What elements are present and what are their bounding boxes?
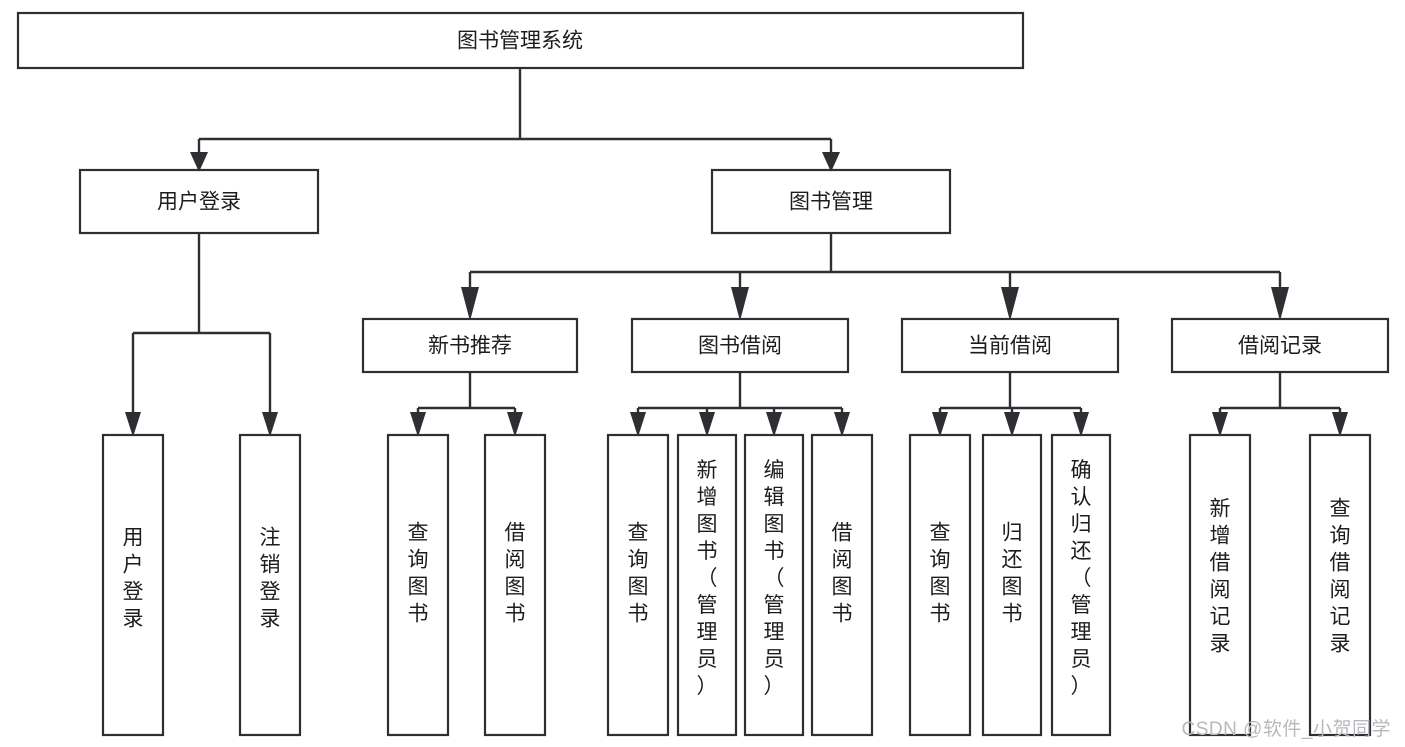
node-leaf-query-record-label: 查询借阅记录 (1330, 498, 1351, 656)
arrow-to-leaf-query-book-1 (410, 412, 426, 437)
node-borrow-record[interactable]: 借阅记录 (1170, 317, 1390, 374)
node-leaf-add-record[interactable]: 新增借阅记录 (1188, 433, 1252, 737)
node-leaf-borrow-book-1[interactable]: 借阅图书 (483, 433, 547, 737)
node-leaf-user-login-box[interactable] (101, 433, 165, 737)
node-leaf-borrow-book-1-label: 借阅图书 (505, 522, 526, 626)
arrow-to-leaf-logout (262, 412, 278, 437)
node-root-label: 图书管理系统 (457, 30, 583, 53)
connector-book-manage-bus (468, 233, 1282, 290)
connector-book-borrow-bus (636, 372, 844, 420)
arrow-to-new-book-rec (461, 287, 479, 321)
arrow-to-leaf-add-record (1212, 412, 1228, 437)
node-leaf-query-book-2[interactable]: 查询图书 (606, 433, 670, 737)
node-book-manage[interactable]: 图书管理 (710, 168, 952, 235)
arrow-to-leaf-add-book (699, 412, 715, 437)
node-leaf-logout-box[interactable] (238, 433, 302, 737)
node-leaf-query-record-box[interactable] (1308, 433, 1372, 737)
node-new-book-rec[interactable]: 新书推荐 (361, 317, 579, 374)
arrow-to-leaf-return-book (1004, 412, 1020, 437)
node-leaf-return-book-box[interactable] (981, 433, 1043, 737)
arrow-to-current-borrow (1001, 287, 1019, 321)
node-leaf-logout[interactable]: 注销登录 (238, 433, 302, 737)
node-current-borrow-label: 当前借阅 (968, 335, 1052, 358)
node-root[interactable]: 图书管理系统 (16, 11, 1025, 70)
arrow-to-leaf-edit-book (766, 412, 782, 437)
connector-root-bus (197, 68, 833, 155)
node-user-login-box[interactable] (78, 168, 320, 235)
node-borrow-record-box[interactable] (1170, 317, 1390, 374)
node-new-book-rec-box[interactable] (361, 317, 579, 374)
node-leaf-borrow-book-2-box[interactable] (810, 433, 874, 737)
node-current-borrow-box[interactable] (900, 317, 1120, 374)
node-leaf-query-book-2-box[interactable] (606, 433, 670, 737)
arrow-to-leaf-borrow-book-2 (834, 412, 850, 437)
node-leaf-borrow-book-2-label: 借阅图书 (832, 522, 853, 626)
arrow-to-borrow-record (1271, 287, 1289, 321)
node-user-login-label: 用户登录 (157, 191, 241, 214)
arrowhead-layer (125, 152, 1348, 437)
arrow-to-leaf-query-book-3 (932, 412, 948, 437)
node-leaf-borrow-book-2[interactable]: 借阅图书 (810, 433, 874, 737)
node-leaf-return-book[interactable]: 归还图书 (981, 433, 1043, 737)
node-leaf-user-login-label: 用户登录 (123, 527, 144, 631)
node-leaf-edit-book-box[interactable] (743, 433, 805, 737)
node-leaf-logout-label: 注销登录 (260, 527, 281, 631)
node-book-borrow-box[interactable] (630, 317, 850, 374)
node-book-borrow[interactable]: 图书借阅 (630, 317, 850, 374)
arrow-to-leaf-borrow-book-1 (507, 412, 523, 437)
node-leaf-query-book-3-label: 查询图书 (930, 522, 951, 626)
node-leaf-confirm-return-box[interactable] (1050, 433, 1112, 737)
connector-new-book-rec-bus (416, 372, 517, 420)
node-leaf-add-book[interactable]: 新增图书（管理员） (676, 433, 738, 737)
node-leaf-query-book-3-box[interactable] (908, 433, 972, 737)
arrow-to-leaf-query-record (1332, 412, 1348, 437)
node-leaf-edit-book[interactable]: 编辑图书（管理员） (743, 433, 805, 737)
node-user-login[interactable]: 用户登录 (78, 168, 320, 235)
node-leaf-return-book-label: 归还图书 (1002, 522, 1023, 626)
connector-layer (131, 68, 1342, 420)
arrow-to-book-borrow (731, 287, 749, 321)
node-leaf-query-book-3[interactable]: 查询图书 (908, 433, 972, 737)
arrow-to-book-manage (822, 152, 840, 172)
node-borrow-record-label: 借阅记录 (1238, 335, 1322, 358)
node-book-manage-label: 图书管理 (789, 191, 873, 214)
connector-user-login-bus (131, 233, 272, 418)
arrow-to-user-login (190, 152, 208, 172)
node-book-borrow-label: 图书借阅 (698, 335, 782, 358)
node-leaf-query-book-1-box[interactable] (386, 433, 450, 737)
node-leaf-add-record-label: 新增借阅记录 (1210, 498, 1231, 656)
node-leaf-edit-book-label: 编辑图书（管理员） (764, 459, 785, 698)
node-leaf-add-book-box[interactable] (676, 433, 738, 737)
node-new-book-rec-label: 新书推荐 (428, 335, 512, 358)
node-leaf-user-login[interactable]: 用户登录 (101, 433, 165, 737)
node-leaf-query-record[interactable]: 查询借阅记录 (1308, 433, 1372, 737)
connector-borrow-record-bus (1218, 372, 1342, 420)
node-leaf-borrow-book-1-box[interactable] (483, 433, 547, 737)
node-leaf-query-book-1[interactable]: 查询图书 (386, 433, 450, 737)
arrow-to-leaf-confirm-return (1073, 412, 1089, 437)
node-book-manage-box[interactable] (710, 168, 952, 235)
node-root-box[interactable] (16, 11, 1025, 70)
arrow-to-leaf-query-book-2 (630, 412, 646, 437)
node-leaf-query-book-1-label: 查询图书 (408, 522, 429, 626)
node-leaf-confirm-return-label: 确认归还（管理员） (1071, 459, 1092, 698)
node-leaf-confirm-return[interactable]: 确认归还（管理员） (1050, 433, 1112, 737)
node-leaf-add-book-label: 新增图书（管理员） (697, 459, 718, 698)
node-leaf-add-record-box[interactable] (1188, 433, 1252, 737)
arrow-to-leaf-user-login (125, 412, 141, 437)
node-leaf-query-book-2-label: 查询图书 (628, 522, 649, 626)
node-current-borrow[interactable]: 当前借阅 (900, 317, 1120, 374)
